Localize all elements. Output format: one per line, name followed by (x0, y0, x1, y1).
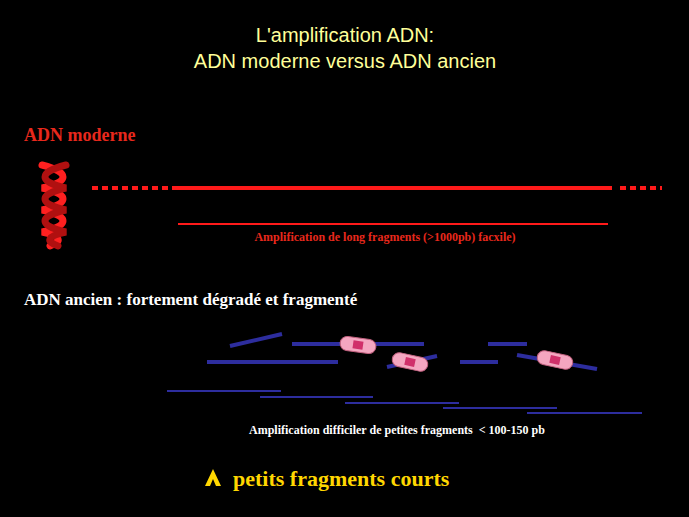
section-heading: ADN moderne (24, 125, 135, 146)
dotted-strand (620, 186, 662, 190)
bullet-symbol (205, 469, 221, 486)
dotted-strand (92, 186, 170, 190)
modern-strand (172, 186, 612, 190)
slide-subtitle: ADN moderne versus ADN ancien (194, 50, 496, 73)
note: Amplification de long fragments (>1000pb… (254, 230, 515, 245)
slide-title: L'amplification ADN: (256, 24, 434, 47)
note: Amplification difficiler de petites frag… (249, 423, 545, 438)
amplified-fragment (178, 223, 608, 225)
section-heading: ADN ancien : fortement dégradé et fragme… (24, 290, 357, 310)
ancient-fragments (167, 334, 642, 413)
helix-icon (42, 165, 66, 246)
bandage-icons (339, 336, 574, 373)
conclusion: petits fragments courts (233, 466, 449, 492)
